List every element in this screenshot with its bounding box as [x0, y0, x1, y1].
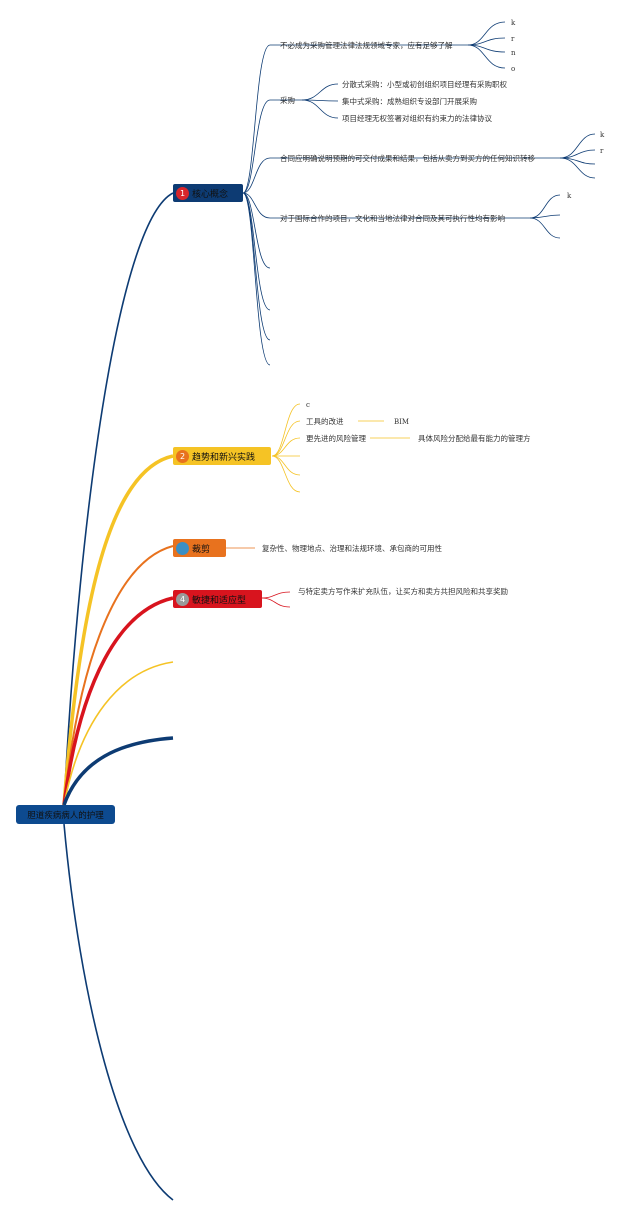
- leaf-b1-c1-2: r: [511, 35, 515, 43]
- leaf-b2-c3: 具体风险分配给最有能力的管理方: [418, 433, 531, 443]
- branch-badge-3[interactable]: 裁剪: [173, 539, 226, 557]
- branch-1-label: 核心概念: [192, 189, 229, 200]
- branch-line-6: [62, 736, 174, 806]
- leaf-b1-c1-3: n: [511, 49, 516, 57]
- node-b4-c1: 与特定卖方写作来扩充队伍，让买方和卖方共担风险和共享奖励: [298, 586, 508, 596]
- branch-4-label: 敏捷和适应型: [192, 595, 247, 606]
- node-b1-c4: 对于国际合作的项目，文化和当地法律对合同及其可执行性均有影响: [280, 213, 505, 223]
- globe-icon: [176, 541, 189, 555]
- node-b3-c1: 复杂性、物理地点、治理和法规环境、承包商的可用性: [262, 543, 442, 553]
- branch-line-3: [63, 545, 174, 806]
- leaf-b1-c2-2: 集中式采购：成熟组织专设部门开展采购: [342, 96, 477, 106]
- node-b2-c2: 工具的改进: [306, 416, 344, 426]
- branch-line-7: [63, 823, 174, 1201]
- branch-2-label: 趋势和新兴实践: [192, 452, 256, 463]
- branch-3-label: 裁剪: [192, 544, 211, 555]
- branch-badge-2[interactable]: 2 趋势和新兴实践: [173, 447, 271, 465]
- leaf-b1-c2-1: 分散式采购：小型或初创组织项目经理有采购职权: [342, 79, 507, 89]
- node-b1-c2: 采购: [280, 95, 295, 105]
- number-2-icon: 2: [176, 449, 189, 463]
- branch-line-1: [63, 192, 174, 806]
- branch-badge-1[interactable]: 1 核心概念: [173, 184, 243, 202]
- leaf-b2-c2: BIM: [394, 418, 409, 426]
- node-b1-c3: 合同应明确说明预期的可交付成果和结果，包括从卖方到买方的任何知识转移: [280, 153, 535, 163]
- leaf-b1-c2-3: 项目经理无权签署对组织有约束力的法律协议: [342, 113, 492, 123]
- node-b2-c3: 更先进的风险管理: [306, 433, 366, 443]
- number-1-icon: 1: [176, 186, 189, 200]
- leaf-b1-c1-4: o: [511, 65, 515, 73]
- leaf-b1-c1-1: k: [511, 19, 516, 27]
- branch-line-2: [62, 454, 174, 806]
- branch-1-connectors: [242, 21, 596, 366]
- leaf-b1-c3-1: k: [600, 131, 605, 139]
- node-b1-c1: 不必成为采购管理法律法规领域专家，应有足够了解: [280, 40, 453, 50]
- branch-2-connectors: [271, 403, 410, 493]
- leaf-b1-c3-2: r: [600, 147, 604, 155]
- branch-4-connectors: [261, 591, 291, 608]
- number-4-icon: 4: [176, 592, 189, 606]
- leaf-b1-c4-1: k: [567, 192, 572, 200]
- branch-line-5: [63, 661, 174, 806]
- node-b2-c1: c: [306, 401, 310, 409]
- root-node[interactable]: 胆道疾病病人的护理: [16, 805, 115, 824]
- branch-badge-4[interactable]: 4 敏捷和适应型: [173, 590, 262, 608]
- branch-line-4: [62, 596, 174, 806]
